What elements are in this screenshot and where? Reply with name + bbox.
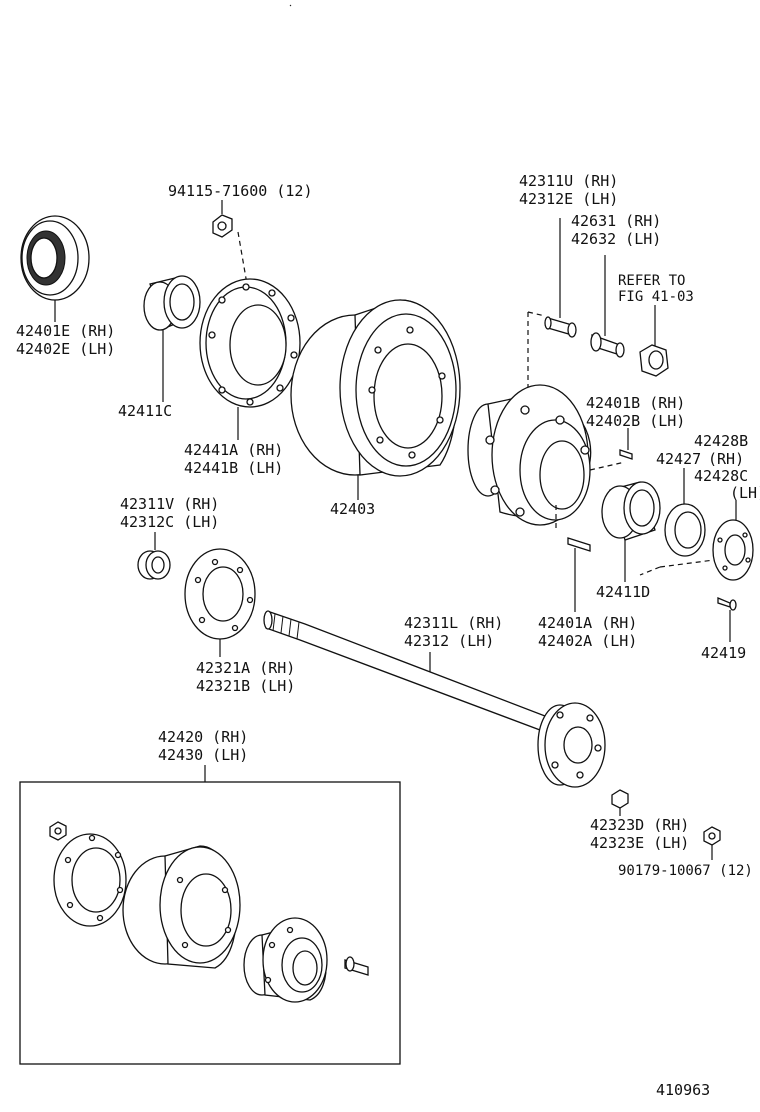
seal-ring-part (664, 503, 706, 557)
stud-lh-label: 42402A (LH) (538, 632, 638, 650)
stud-rh-label: 42401A (RH) (538, 614, 638, 632)
backing-plate-lh-label: 42441B (LH) (184, 459, 284, 477)
gasket-part (184, 548, 256, 640)
cover-plate-part (712, 519, 754, 581)
assembly-drum-part (122, 845, 241, 969)
nut-lh-label: 42323E (LH) (590, 834, 690, 852)
bolt2-rh-label: 42631 (RH) (571, 212, 662, 230)
assy-rh-label: 42420 (RH) (158, 728, 249, 746)
nut-top-part (212, 214, 233, 238)
assembly-hub-part (243, 917, 328, 1003)
pin-part (619, 449, 633, 460)
rh-tag-label: (RH) (708, 450, 745, 468)
gasket-rh-label: 42321A (RH) (196, 659, 296, 677)
backing-plate-part (199, 278, 301, 408)
refer-label-2: FIG 41-03 (618, 289, 694, 305)
seal-rh-label: 42401E (RH) (16, 322, 116, 340)
backing-plate-rh-label: 42441A (RH) (184, 441, 284, 459)
spacer-rh-label: 42311V (RH) (120, 495, 220, 513)
pin-lh-label: 42402B (LH) (586, 412, 686, 430)
shaft-lh-label: 42312 (LH) (404, 632, 495, 650)
brake-drum-part (290, 299, 461, 477)
screw-label: 42419 (701, 644, 747, 662)
bolt-rh-label: 42311U (RH) (519, 172, 619, 190)
outer-bearing-part (143, 275, 201, 331)
gasket-lh-label: 42321B (LH) (196, 677, 296, 695)
drawing-number: 410963 (656, 1081, 711, 1099)
part-42428b-label: 42428B (694, 432, 749, 450)
lh-tag-label: (LH) (730, 484, 760, 502)
screw-part (717, 597, 737, 611)
spacer-part (137, 550, 171, 580)
bolt2-lh-label: 42632 (LH) (571, 230, 662, 248)
pin-rh-label: 42401B (RH) (586, 394, 686, 412)
assembly-plate-part (53, 833, 127, 927)
assembly-box (19, 781, 401, 1065)
hub-dash-line (589, 461, 626, 471)
bolt-lh-label: 42312E (LH) (519, 190, 619, 208)
nut-bottom-label: 90179-10067 (12) (618, 863, 753, 879)
hub-bolt-part (544, 316, 577, 338)
shaft-rh-label: 42311L (RH) (404, 614, 504, 632)
hub-nut-part (611, 789, 629, 809)
assembly-nut-part (49, 821, 67, 841)
bottom-nut-part (703, 826, 721, 846)
inner-bearing-part (601, 481, 661, 541)
part-42428c-label: 42428C (694, 467, 749, 485)
hub-part (467, 384, 592, 526)
bearing-outer-label: 42411C (118, 402, 173, 420)
lock-nut-part (639, 344, 669, 377)
stray-mark (289, 4, 292, 7)
cover-dash-line (659, 559, 715, 568)
bearing-inner-label: 42411D (596, 583, 651, 601)
spacer-lh-label: 42312C (LH) (120, 513, 220, 531)
refer-label-1: REFER TO (618, 273, 686, 289)
cover-dash-line-2 (639, 566, 661, 576)
oil-seal-part (20, 215, 90, 301)
bolt-dash-line-2 (527, 311, 546, 317)
stud-part (567, 537, 591, 552)
nut-rh-label: 42323D (RH) (590, 816, 690, 834)
axle-shaft-part (263, 610, 606, 788)
nut-top-label: 94115-71600 (12) (168, 182, 313, 200)
hub-bolt-2-part (590, 332, 625, 358)
seal-lh-label: 42402E (LH) (16, 340, 116, 358)
assembly-bolt-part (344, 956, 369, 976)
part-42427-label: 42427 (656, 450, 702, 468)
drum-label: 42403 (330, 500, 376, 518)
assy-lh-label: 42430 (LH) (158, 746, 249, 764)
